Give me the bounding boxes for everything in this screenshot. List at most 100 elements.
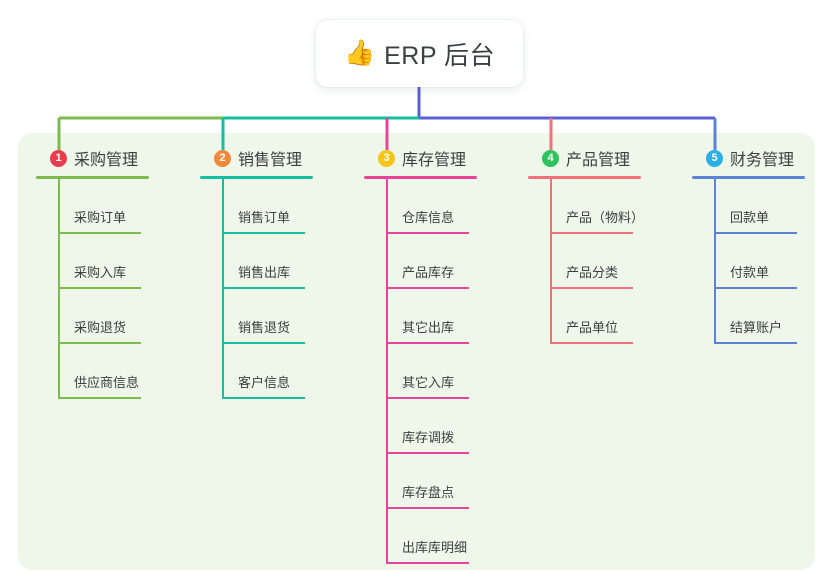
column-underline	[528, 176, 641, 179]
column-badge-3: 3	[378, 149, 395, 167]
leaf-item[interactable]: 仓库信息	[364, 179, 477, 234]
column-spine	[550, 179, 552, 344]
column-header-1[interactable]: 1 采购管理	[36, 146, 149, 170]
leaf-item[interactable]: 其它出库	[364, 289, 477, 344]
column-3: 3 库存管理仓库信息产品库存其它出库其它入库库存调拨库存盘点出库库明细	[364, 146, 477, 564]
root-node[interactable]: 👍 ERP 后台	[316, 20, 523, 87]
leaf-item[interactable]: 产品（物料）	[528, 179, 645, 234]
column-1: 1 采购管理采购订单采购入库采购退货供应商信息	[36, 146, 149, 399]
column-5: 5 财务管理回款单付款单结算账户	[692, 146, 805, 344]
leaf-item[interactable]: 采购订单	[36, 179, 149, 234]
leaf-item-underline	[58, 232, 141, 234]
column-underline	[692, 176, 805, 179]
leaf-item-underline	[222, 342, 305, 344]
leaf-item-underline	[386, 452, 469, 454]
leaf-item-underline	[386, 397, 469, 399]
leaf-item[interactable]: 结算账户	[692, 289, 805, 344]
column-title: 库存管理	[402, 152, 467, 169]
leaf-item-label: 结算账户	[730, 320, 783, 335]
leaf-item-label: 采购入库	[74, 265, 127, 280]
leaf-item-label: 库存盘点	[402, 485, 455, 500]
leaf-item[interactable]: 销售退货	[200, 289, 313, 344]
leaf-item-underline	[386, 342, 469, 344]
leaf-item-label: 其它出库	[402, 320, 455, 335]
leaf-item-underline	[550, 342, 633, 344]
column-items: 回款单付款单结算账户	[692, 179, 805, 344]
leaf-item-underline	[714, 342, 797, 344]
column-badge-4: 4	[542, 149, 559, 167]
leaf-item[interactable]: 产品单位	[528, 289, 641, 344]
column-title: 销售管理	[238, 152, 303, 169]
column-underline	[200, 176, 313, 179]
leaf-item[interactable]: 采购退货	[36, 289, 149, 344]
root-title: ERP 后台	[384, 41, 496, 70]
leaf-item-label: 销售订单	[238, 210, 291, 225]
leaf-item-label: 供应商信息	[74, 375, 140, 390]
column-badge-1: 1	[50, 149, 67, 167]
column-title: 产品管理	[566, 152, 631, 169]
leaf-item[interactable]: 产品分类	[528, 234, 641, 289]
column-4: 4 产品管理产品（物料） 产品分类产品单位	[528, 146, 645, 344]
column-items: 仓库信息产品库存其它出库其它入库库存调拨库存盘点出库库明细	[364, 179, 477, 564]
column-items: 销售订单销售出库销售退货客户信息	[200, 179, 313, 399]
leaf-item-label: 付款单	[730, 265, 770, 280]
leaf-item-label: 采购退货	[74, 320, 127, 335]
leaf-item-label: 产品单位	[566, 320, 619, 335]
leaf-item[interactable]: 供应商信息	[36, 344, 149, 399]
leaf-item-label: 销售出库	[238, 265, 291, 280]
column-underline	[364, 176, 477, 179]
leaf-item[interactable]: 客户信息	[200, 344, 313, 399]
leaf-item-label: 销售退货	[238, 320, 291, 335]
column-header-5[interactable]: 5 财务管理	[692, 146, 805, 170]
leaf-item-label: 仓库信息	[402, 210, 455, 225]
leaf-item-underline	[386, 562, 469, 564]
leaf-item-label: 回款单	[730, 210, 770, 225]
leaf-item-underline	[222, 287, 305, 289]
leaf-item-label: 客户信息	[238, 375, 291, 390]
column-badge-5: 5	[706, 149, 723, 167]
column-header-2[interactable]: 2 销售管理	[200, 146, 313, 170]
column-badge-2: 2	[214, 149, 231, 167]
leaf-item-underline	[714, 232, 797, 234]
leaf-item-underline	[550, 232, 633, 234]
leaf-item[interactable]: 销售出库	[200, 234, 313, 289]
leaf-item-underline	[714, 287, 797, 289]
leaf-item-underline	[58, 342, 141, 344]
leaf-item[interactable]: 库存调拨	[364, 399, 477, 454]
leaf-item[interactable]: 付款单	[692, 234, 805, 289]
leaf-item-underline	[550, 287, 633, 289]
leaf-item-underline	[58, 397, 141, 399]
column-items: 产品（物料） 产品分类产品单位	[528, 179, 645, 344]
column-2: 2 销售管理销售订单销售出库销售退货客户信息	[200, 146, 313, 399]
thumbs-up-icon: 👍	[343, 39, 376, 67]
leaf-item-underline	[386, 232, 469, 234]
leaf-item-label: 产品（物料）	[566, 210, 645, 225]
leaf-item-label: 产品分类	[566, 265, 619, 280]
leaf-item[interactable]: 产品库存	[364, 234, 477, 289]
leaf-item-underline	[386, 507, 469, 509]
column-title: 采购管理	[74, 152, 139, 169]
leaf-item-underline	[222, 397, 305, 399]
leaf-item[interactable]: 销售订单	[200, 179, 313, 234]
diagram-panel	[18, 133, 815, 570]
column-title: 财务管理	[730, 152, 795, 169]
column-underline	[36, 176, 149, 179]
leaf-item-label: 库存调拨	[402, 430, 455, 445]
column-header-3[interactable]: 3 库存管理	[364, 146, 477, 170]
leaf-item-label: 其它入库	[402, 375, 455, 390]
column-spine	[58, 179, 60, 399]
column-header-4[interactable]: 4 产品管理	[528, 146, 641, 170]
leaf-item-label: 采购订单	[74, 210, 127, 225]
leaf-item-label: 出库库明细	[402, 540, 468, 555]
leaf-item-underline	[386, 287, 469, 289]
leaf-item-underline	[58, 287, 141, 289]
leaf-item[interactable]: 回款单	[692, 179, 805, 234]
column-items: 采购订单采购入库采购退货供应商信息	[36, 179, 149, 399]
leaf-item[interactable]: 采购入库	[36, 234, 149, 289]
leaf-item[interactable]: 其它入库	[364, 344, 477, 399]
column-spine	[222, 179, 224, 399]
leaf-item[interactable]: 库存盘点	[364, 454, 477, 509]
leaf-item-underline	[222, 232, 305, 234]
leaf-item[interactable]: 出库库明细	[364, 509, 477, 564]
